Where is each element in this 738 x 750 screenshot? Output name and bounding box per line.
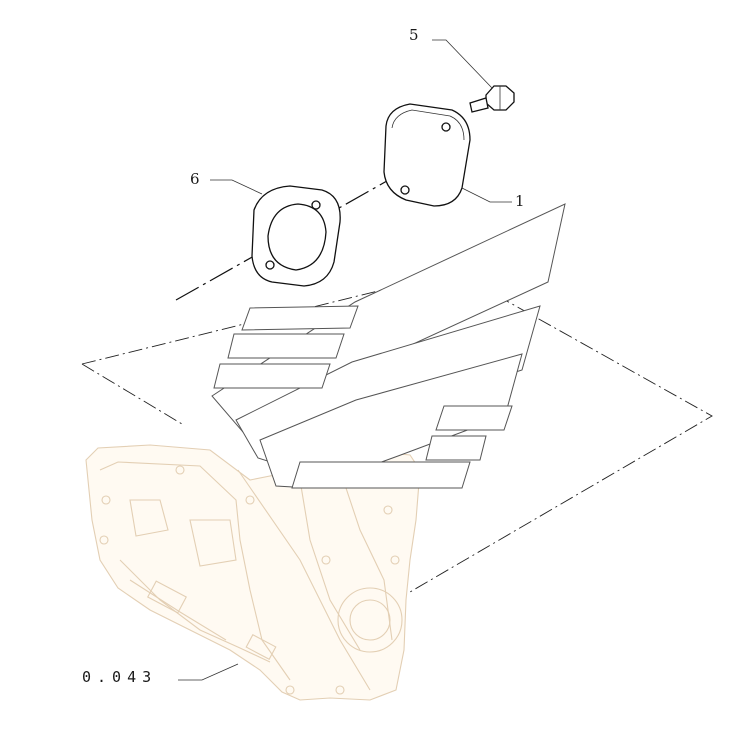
faded-housing-background: [85, 444, 421, 701]
cover-plate-part: [383, 103, 471, 207]
callout-housing-reference: 0.043: [82, 668, 157, 686]
gasket-part: [251, 185, 341, 287]
callout-bolt: 5: [409, 26, 419, 44]
callout-cover: 1: [515, 192, 525, 210]
leader-line-gasket: [210, 179, 263, 195]
leader-line-housing: [178, 663, 239, 681]
leader-line-cover: [461, 187, 512, 203]
leader-line-bolt: [432, 39, 493, 89]
brand-logo: [211, 203, 566, 489]
callout-gasket: 6: [190, 170, 200, 188]
reference-plane-left-edge: [81, 363, 183, 425]
bolt-part: [469, 85, 515, 113]
